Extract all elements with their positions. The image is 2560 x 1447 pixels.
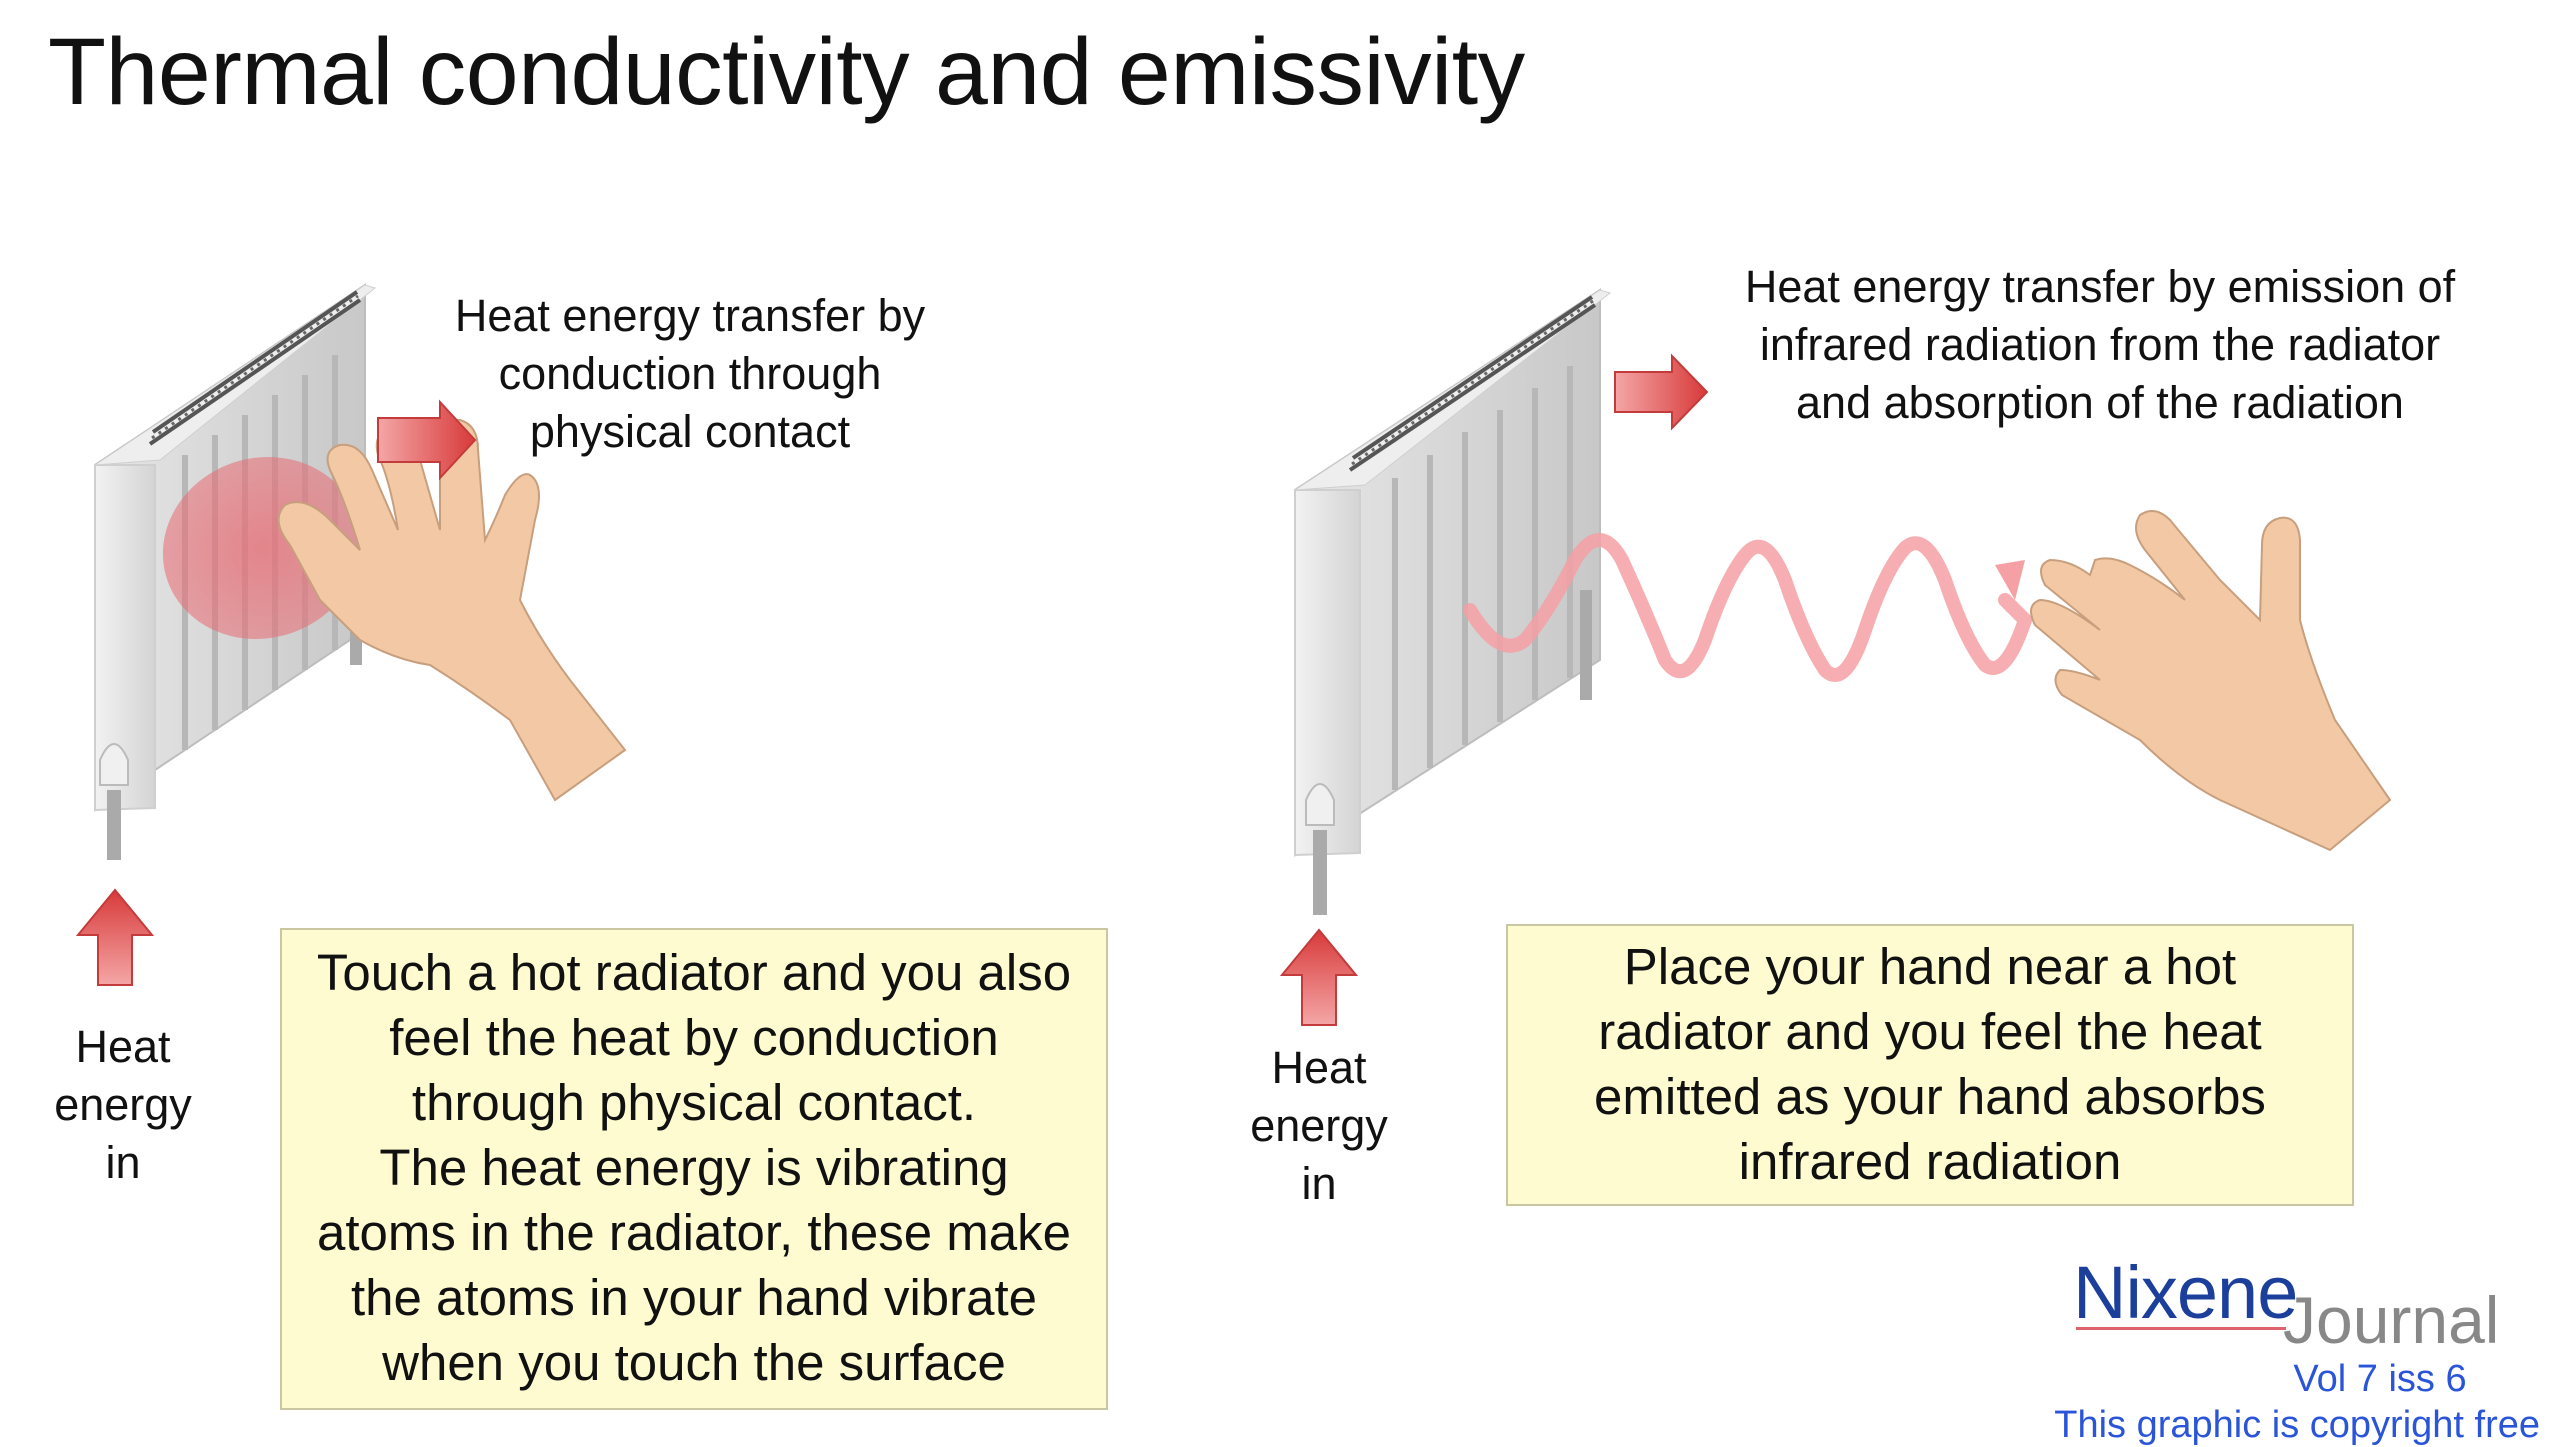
hand-right-icon (2030, 510, 2392, 852)
logo-journal: Journal (2283, 1283, 2500, 1357)
heat-in-right-line: energy (1250, 1100, 1388, 1151)
heat-in-left-line: Heat (75, 1021, 171, 1072)
arrow-up-right-icon (1279, 928, 1359, 1026)
note-left-line: atoms in the radiator, these make (316, 1204, 1072, 1261)
caption-right-line: and absorption of the radiation (1796, 377, 2404, 428)
arrow-up-left-icon (75, 888, 155, 986)
note-right-line: radiator and you feel the heat (1598, 1003, 2262, 1060)
copyright-notice: This graphic is copyright free (2054, 1404, 2540, 1446)
caption-left: Heat energy transfer by conduction throu… (410, 287, 970, 461)
logo-nixene: Nixene (2073, 1251, 2298, 1334)
caption-left-line: physical contact (529, 406, 851, 457)
note-left-line: The heat energy is vibrating (379, 1139, 1009, 1196)
heat-in-right-line: in (1301, 1158, 1337, 1209)
caption-right-line: infrared radiation from the radiator (1759, 319, 2441, 370)
infrared-wave (1463, 533, 2032, 682)
heat-in-left-line: in (105, 1137, 141, 1188)
heat-in-left: Heat energy in (23, 1018, 223, 1192)
heat-in-right-line: Heat (1271, 1042, 1367, 1093)
note-left-line: feel the heat by conduction (389, 1009, 999, 1066)
note-left-line: the atoms in your hand vibrate (350, 1269, 1038, 1326)
page-title: Thermal conductivity and emissivity (48, 19, 1525, 125)
hot-spot (162, 456, 362, 640)
note-left: Touch a hot radiator and you also feel t… (280, 928, 1108, 1410)
note-right-line: Place your hand near a hot (1623, 938, 2237, 995)
note-right: Place your hand near a hot radiator and … (1506, 924, 2354, 1206)
caption-right-line: Heat energy transfer by emission of (1744, 261, 2456, 312)
radiator-right (1293, 288, 1612, 915)
radiator-left (93, 283, 377, 860)
heat-in-left-line: energy (54, 1079, 192, 1130)
caption-left-line: Heat energy transfer by (454, 290, 926, 341)
caption-right: Heat energy transfer by emission of infr… (1690, 258, 2510, 432)
caption-left-line: conduction through (498, 348, 882, 399)
note-right-line: infrared radiation (1738, 1133, 2122, 1190)
issue-label: Vol 7 iss 6 (2293, 1358, 2467, 1400)
note-left-line: Touch a hot radiator and you also (316, 944, 1072, 1001)
note-left-line: through physical contact. (411, 1074, 977, 1131)
arrow-right-right-icon (1614, 353, 1709, 431)
note-right-line: emitted as your hand absorbs (1594, 1068, 2266, 1125)
arrow-right-left-icon (377, 399, 477, 481)
heat-in-right: Heat energy in (1219, 1039, 1419, 1213)
logo-underline (2076, 1327, 2286, 1330)
note-left-line: when you touch the surface (382, 1334, 1006, 1391)
